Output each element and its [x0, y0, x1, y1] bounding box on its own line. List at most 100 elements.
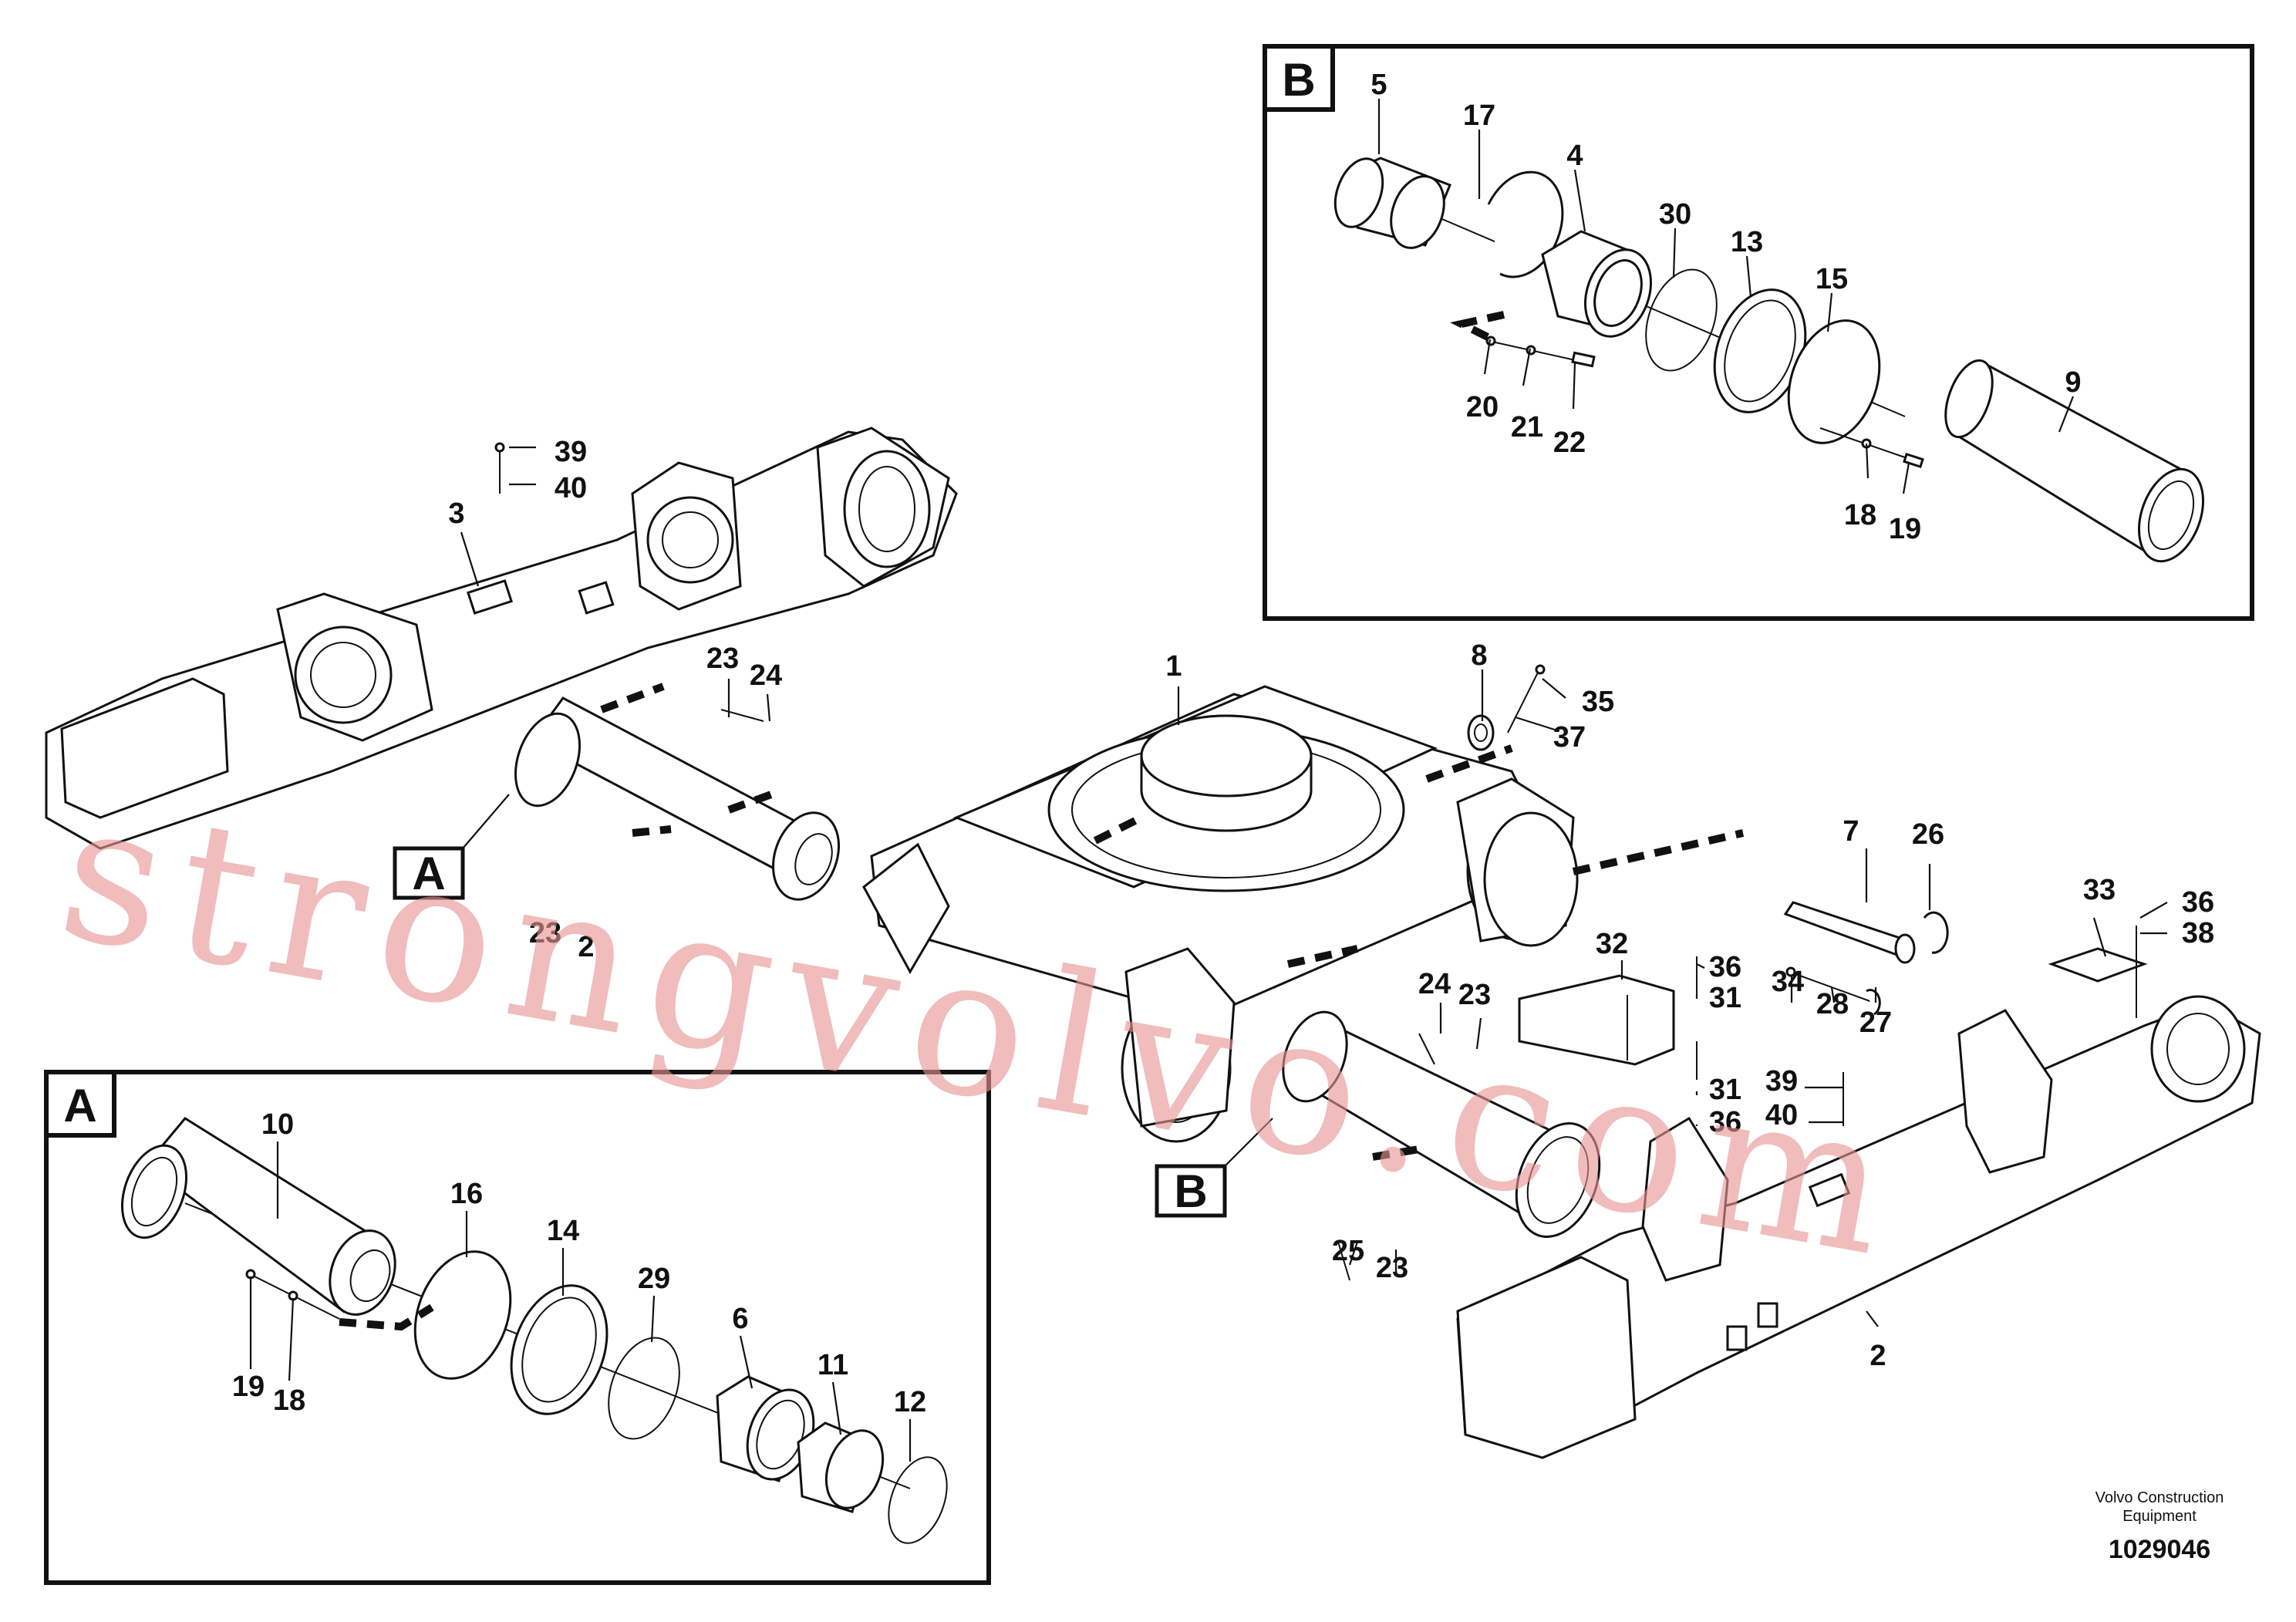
main-pin-a — [514, 696, 841, 901]
part-2-right-track-frame — [1456, 995, 2261, 1459]
part-14-shim — [510, 1284, 609, 1415]
callout-14: 14 — [547, 1215, 579, 1247]
callout-23-d: 23 — [529, 917, 561, 949]
parts-18-19-bolt-set — [1819, 427, 1924, 469]
callout-27: 27 — [1859, 1007, 1892, 1039]
callout-37: 37 — [1553, 721, 1586, 754]
part-29-o-ring — [608, 1337, 680, 1440]
callout-23-c: 23 — [1376, 1252, 1408, 1284]
main-leader-lines — [460, 446, 2168, 1327]
part-6-bushing — [716, 1375, 815, 1482]
callout-35: 35 — [1582, 686, 1614, 718]
part-8-bushing — [1467, 714, 1495, 751]
callout-21: 21 — [1511, 411, 1543, 443]
callout-2-b: 2 — [578, 931, 594, 963]
detail-a-leader-lines — [249, 1141, 912, 1462]
callout-11: 11 — [818, 1349, 848, 1381]
part-10-pin — [120, 1117, 396, 1316]
callout-9: 9 — [2065, 366, 2081, 399]
part-32-block — [1518, 974, 1675, 1066]
callout-15: 15 — [1816, 263, 1848, 295]
callout-36-b: 36 — [1709, 951, 1741, 983]
callout-33: 33 — [2083, 874, 2116, 906]
callout-32: 32 — [1596, 928, 1628, 960]
publisher-line-2: Equipment — [2122, 1508, 2197, 1525]
callout-17: 17 — [1463, 99, 1495, 132]
callout-34: 34 — [1772, 966, 1804, 998]
part-3-left-track-frame — [45, 427, 958, 850]
callout-19-a: 19 — [232, 1371, 265, 1403]
view-marker-b: B — [1155, 1118, 1273, 1218]
detail-box-a: A — [44, 1070, 991, 1585]
callout-18-a: 18 — [273, 1384, 305, 1417]
parts-35-37-bolt — [1507, 664, 1546, 733]
callout-26: 26 — [1912, 818, 1944, 851]
part-7-pin — [1783, 901, 1916, 964]
part-12-ring — [888, 1456, 948, 1544]
callout-20: 20 — [1466, 391, 1499, 423]
callout-3: 3 — [448, 497, 464, 530]
main-small-bolts — [494, 442, 2137, 1281]
main-dashed-indicators — [600, 683, 1745, 1161]
main-pin-b — [1282, 1010, 1601, 1238]
publisher-block: Volvo Construction Equipment 1029046 — [2067, 1489, 2252, 1565]
callout-6: 6 — [732, 1303, 748, 1335]
callout-40-b: 40 — [1765, 1099, 1798, 1131]
callout-16: 16 — [450, 1178, 483, 1210]
parts-20-21-22-bolt-set — [1450, 311, 1596, 368]
figure-number: 1029046 — [2108, 1535, 2211, 1564]
callout-8: 8 — [1471, 639, 1487, 672]
callout-19: 19 — [1889, 513, 1921, 545]
svg-text:A: A — [412, 848, 445, 899]
part-16-plate — [413, 1250, 512, 1380]
part-17-retaining-ring — [1487, 170, 1564, 278]
callout-24-b: 24 — [1418, 968, 1451, 1000]
callout-28: 28 — [1816, 988, 1849, 1020]
callout-29: 29 — [638, 1263, 670, 1295]
callout-13: 13 — [1731, 226, 1763, 258]
callout-39-b: 39 — [1765, 1065, 1798, 1098]
part-11-bushing — [797, 1421, 885, 1513]
detail-box-a-frame — [44, 1070, 991, 1585]
detail-box-b: B — [1263, 44, 2254, 621]
detail-box-a-label: A — [63, 1080, 96, 1131]
callout-30: 30 — [1659, 198, 1691, 231]
callout-18: 18 — [1844, 499, 1876, 531]
part-1-center-frame — [862, 685, 1579, 1143]
callout-5: 5 — [1371, 69, 1387, 101]
callout-1: 1 — [1165, 650, 1182, 683]
parts-19-18-bolt-set — [245, 1269, 434, 1331]
detail-box-b-label: B — [1282, 54, 1315, 106]
detail-box-b-frame — [1263, 44, 2254, 621]
part-26-retainer — [1923, 911, 1949, 954]
svg-text:B: B — [1174, 1165, 1207, 1217]
view-marker-a: A — [393, 794, 510, 900]
callout-2: 2 — [1870, 1340, 1886, 1372]
callout-10: 10 — [261, 1108, 294, 1141]
detail-b-leader-lines — [1377, 99, 2075, 494]
callout-40: 40 — [555, 472, 587, 504]
publisher-line-1: Volvo Construction — [2095, 1489, 2224, 1506]
part-33-plate — [2048, 947, 2148, 983]
part-30-o-ring — [1645, 268, 1718, 372]
part-5-sleeve — [1333, 157, 1451, 249]
callout-23-b: 23 — [1458, 979, 1491, 1011]
callout-22: 22 — [1553, 427, 1586, 459]
callout-36: 36 — [2182, 886, 2214, 919]
part-4-bearing — [1541, 230, 1653, 338]
callout-23: 23 — [706, 642, 739, 675]
callout-36-c: 36 — [1709, 1106, 1741, 1138]
callout-25: 25 — [1332, 1235, 1364, 1267]
callout-24: 24 — [750, 659, 782, 692]
callout-4: 4 — [1566, 140, 1583, 172]
detail-box-b-tag — [1263, 44, 1335, 112]
callout-7: 7 — [1843, 815, 1859, 848]
callout-12: 12 — [894, 1386, 926, 1418]
callout-31-b: 31 — [1709, 1074, 1741, 1106]
callout-39: 39 — [555, 436, 587, 468]
part-15-plate — [1787, 319, 1881, 444]
detail-box-a-tag — [44, 1070, 116, 1138]
callout-38: 38 — [2182, 917, 2214, 949]
